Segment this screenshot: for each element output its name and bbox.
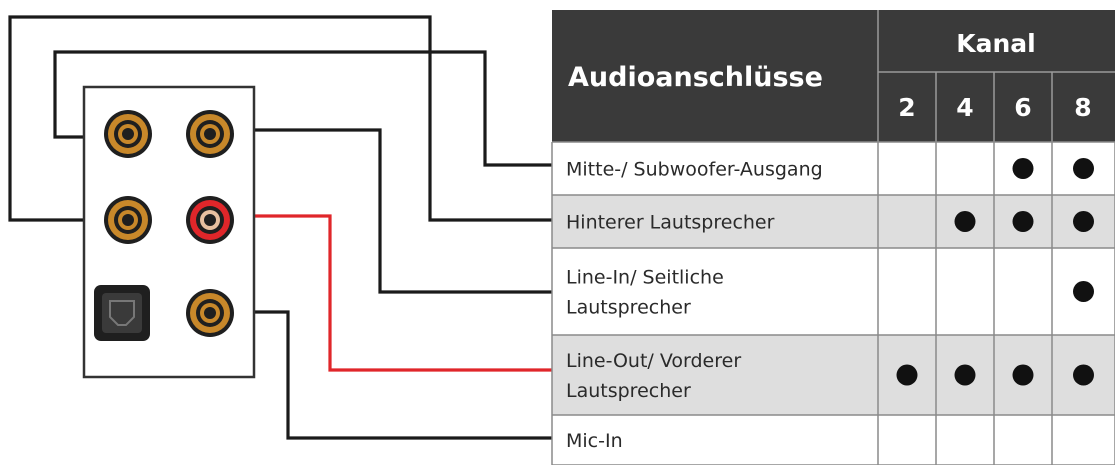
row-label: Lautsprecher [566, 380, 691, 402]
channel-dot [954, 364, 976, 386]
wire-center-subwoofer [53, 50, 552, 167]
connection-wires [8, 15, 552, 440]
line-out-jack [186, 196, 234, 244]
row-label: Lautsprecher [566, 297, 691, 319]
channel-dot [1012, 364, 1034, 386]
row-label: Mitte-/ Subwoofer-Ausgang [566, 159, 823, 181]
channel-dot [896, 364, 918, 386]
table-title: Audioanschlüsse [568, 62, 823, 93]
mic-in-jack [186, 289, 234, 337]
channel-dot [1073, 158, 1094, 179]
row-label: Line-Out/ Vorderer [566, 350, 741, 372]
channel-header-4: 4 [956, 93, 973, 122]
table-row [552, 415, 1115, 465]
wire-line-out [236, 214, 552, 372]
rear-io-panel [82, 85, 256, 379]
wire-line-in [236, 128, 552, 294]
center-subwoofer-jack [104, 110, 152, 158]
row-label: Hinterer Lautsprecher [566, 212, 775, 234]
channel-dot [1012, 158, 1034, 179]
wire-rear-speaker [8, 15, 552, 222]
channel-dot [1073, 364, 1094, 386]
row-label: Mic-In [566, 430, 623, 452]
channel-group-label: Kanal [956, 29, 1035, 58]
mic-in-left-jack [104, 196, 152, 244]
channel-table: Audioanschlüsse Kanal 2 4 6 8 Mitte-/ Su… [551, 10, 1115, 465]
channel-dot [1012, 211, 1034, 232]
table-header-bg [552, 10, 1115, 142]
channel-dot [954, 211, 976, 232]
optical-spdif-port [94, 285, 150, 341]
wire-mic-in [236, 310, 552, 440]
table-row [552, 248, 1115, 335]
channel-header-6: 6 [1014, 93, 1031, 122]
row-label: Line-In/ Seitliche [566, 267, 724, 289]
channel-header-8: 8 [1074, 93, 1091, 122]
channel-header-2: 2 [898, 93, 915, 122]
rear-speaker-jack [186, 110, 234, 158]
channel-dot [1073, 211, 1094, 232]
channel-dot [1073, 281, 1094, 302]
